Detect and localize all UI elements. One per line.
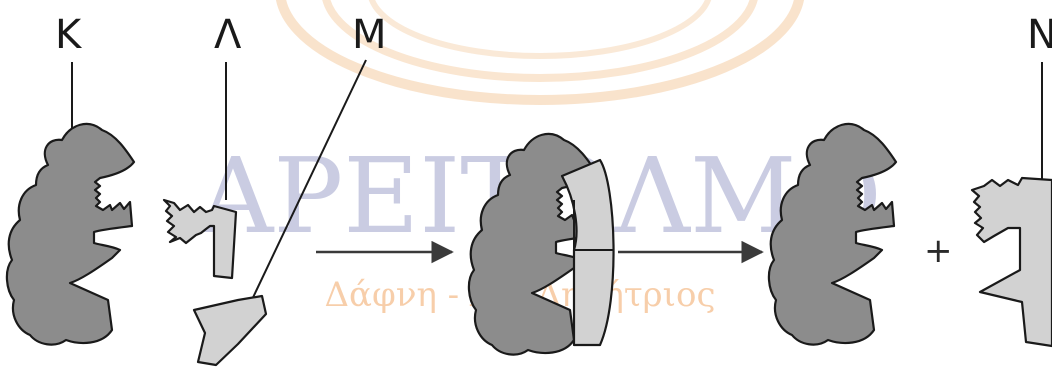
- label-k: K: [55, 12, 83, 58]
- enzyme-substrate-complex: [467, 132, 615, 356]
- enzyme-k: [5, 122, 136, 346]
- product-n: [970, 176, 1052, 348]
- label-m: M: [352, 12, 387, 58]
- label-n: N: [1027, 12, 1052, 58]
- leader-line-m: [247, 59, 367, 309]
- substrate-lambda: [162, 198, 238, 280]
- substrate-m: [192, 294, 268, 367]
- label-lambda: Λ: [214, 12, 242, 58]
- plus-sign: +: [924, 231, 953, 271]
